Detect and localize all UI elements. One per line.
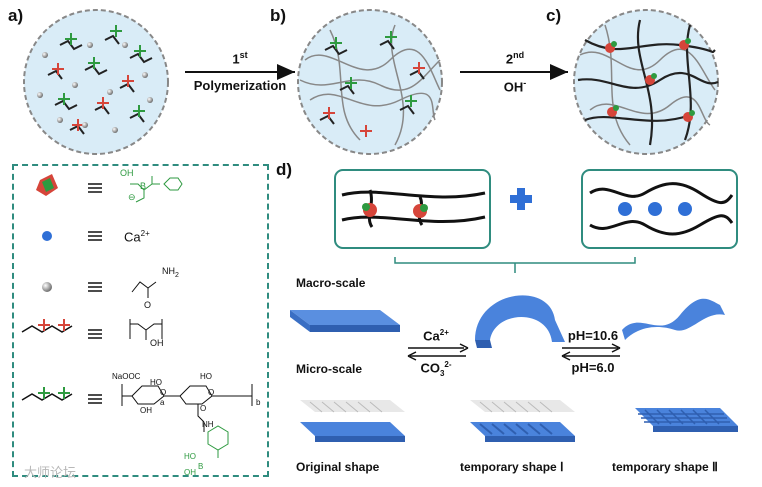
alginate-oh: OH bbox=[140, 406, 152, 415]
alginate-boh1: HO bbox=[184, 452, 196, 461]
boronate-ester-icon bbox=[36, 174, 58, 196]
pva-oh: OH bbox=[150, 338, 164, 348]
acrylamide-icon bbox=[42, 282, 52, 292]
calcium-label: Ca2+ bbox=[124, 229, 150, 245]
micro-original-shape bbox=[300, 400, 405, 442]
alginate-a: a bbox=[160, 398, 165, 407]
alginate-chain-icon bbox=[21, 387, 73, 401]
polymerized-circle bbox=[297, 9, 443, 155]
alginate-o-carbonyl: O bbox=[200, 404, 207, 413]
macro-scale-label: Macro-scale bbox=[296, 276, 366, 290]
arrow1-step-label: 1st bbox=[232, 50, 248, 67]
micro-scale-label: Micro-scale bbox=[296, 362, 363, 376]
shape-illustrations bbox=[290, 295, 738, 442]
micro-temporary-shape-1 bbox=[470, 400, 575, 442]
reaction-scheme bbox=[23, 9, 719, 155]
legend-drawings bbox=[21, 174, 253, 458]
alginate-structure bbox=[121, 384, 253, 432]
alginate-o2: O bbox=[208, 388, 215, 397]
network-components bbox=[334, 169, 738, 273]
amide-o: O bbox=[144, 300, 152, 310]
amide-nh2: NH2 bbox=[162, 266, 179, 279]
boronate-network-box bbox=[334, 169, 491, 249]
alginate-naooc: NaOOC bbox=[112, 372, 141, 381]
ph-arrow-bottom: pH=6.0 bbox=[571, 360, 615, 375]
bracket bbox=[394, 257, 636, 273]
boronate-minus: ⊖ bbox=[128, 192, 136, 202]
boronate-b: B bbox=[140, 181, 147, 191]
alginate-b: b bbox=[256, 398, 261, 407]
co3-arrow-bottom: CO32- bbox=[420, 360, 452, 378]
arrow1-label: Polymerization bbox=[193, 78, 287, 93]
macro-wave-shape bbox=[622, 298, 725, 340]
original-shape-label: Original shape bbox=[296, 460, 380, 474]
micro-temporary-shape-2 bbox=[635, 408, 738, 432]
arrow2-step-label: 2nd bbox=[505, 50, 525, 67]
alginate-b-atom: B bbox=[198, 462, 204, 471]
calcium-ion-icon bbox=[42, 231, 52, 241]
alginate-nh: NH bbox=[202, 420, 214, 429]
alginate-o1: O bbox=[160, 388, 167, 397]
boronate-oh: OH bbox=[120, 168, 134, 178]
acrylamide-structure bbox=[131, 281, 157, 298]
panel-label-b: b) bbox=[270, 6, 287, 25]
alginate-ho1: HO bbox=[150, 378, 162, 387]
pva-structure bbox=[129, 319, 163, 340]
alginate-boh2: OH bbox=[184, 468, 196, 477]
plus-icon bbox=[510, 188, 532, 210]
panel-label-a: a) bbox=[8, 6, 24, 25]
macro-flat-sheet bbox=[290, 310, 400, 332]
macro-arch-shape bbox=[475, 295, 565, 348]
watermark: 大师论坛 bbox=[24, 465, 77, 480]
ca-arrow-top: Ca2+ bbox=[423, 328, 449, 344]
legend-box bbox=[12, 164, 269, 477]
ph-arrow-top: pH=10.6 bbox=[567, 328, 619, 343]
panel-label-d: d) bbox=[276, 160, 293, 179]
temporary-shape-2-label: temporary shape Ⅱ bbox=[612, 460, 718, 474]
pva-chain-icon bbox=[21, 319, 73, 333]
alginate-ho2: HO bbox=[200, 372, 212, 381]
panel-label-c: c) bbox=[546, 6, 562, 25]
arrow2-label: OH- bbox=[503, 78, 527, 95]
boronate-structure bbox=[130, 176, 183, 203]
crosslinked-network-circle bbox=[573, 9, 719, 155]
temporary-shape-1-label: temporary shape Ⅰ bbox=[460, 460, 564, 474]
monomer-solution-circle bbox=[23, 9, 169, 155]
